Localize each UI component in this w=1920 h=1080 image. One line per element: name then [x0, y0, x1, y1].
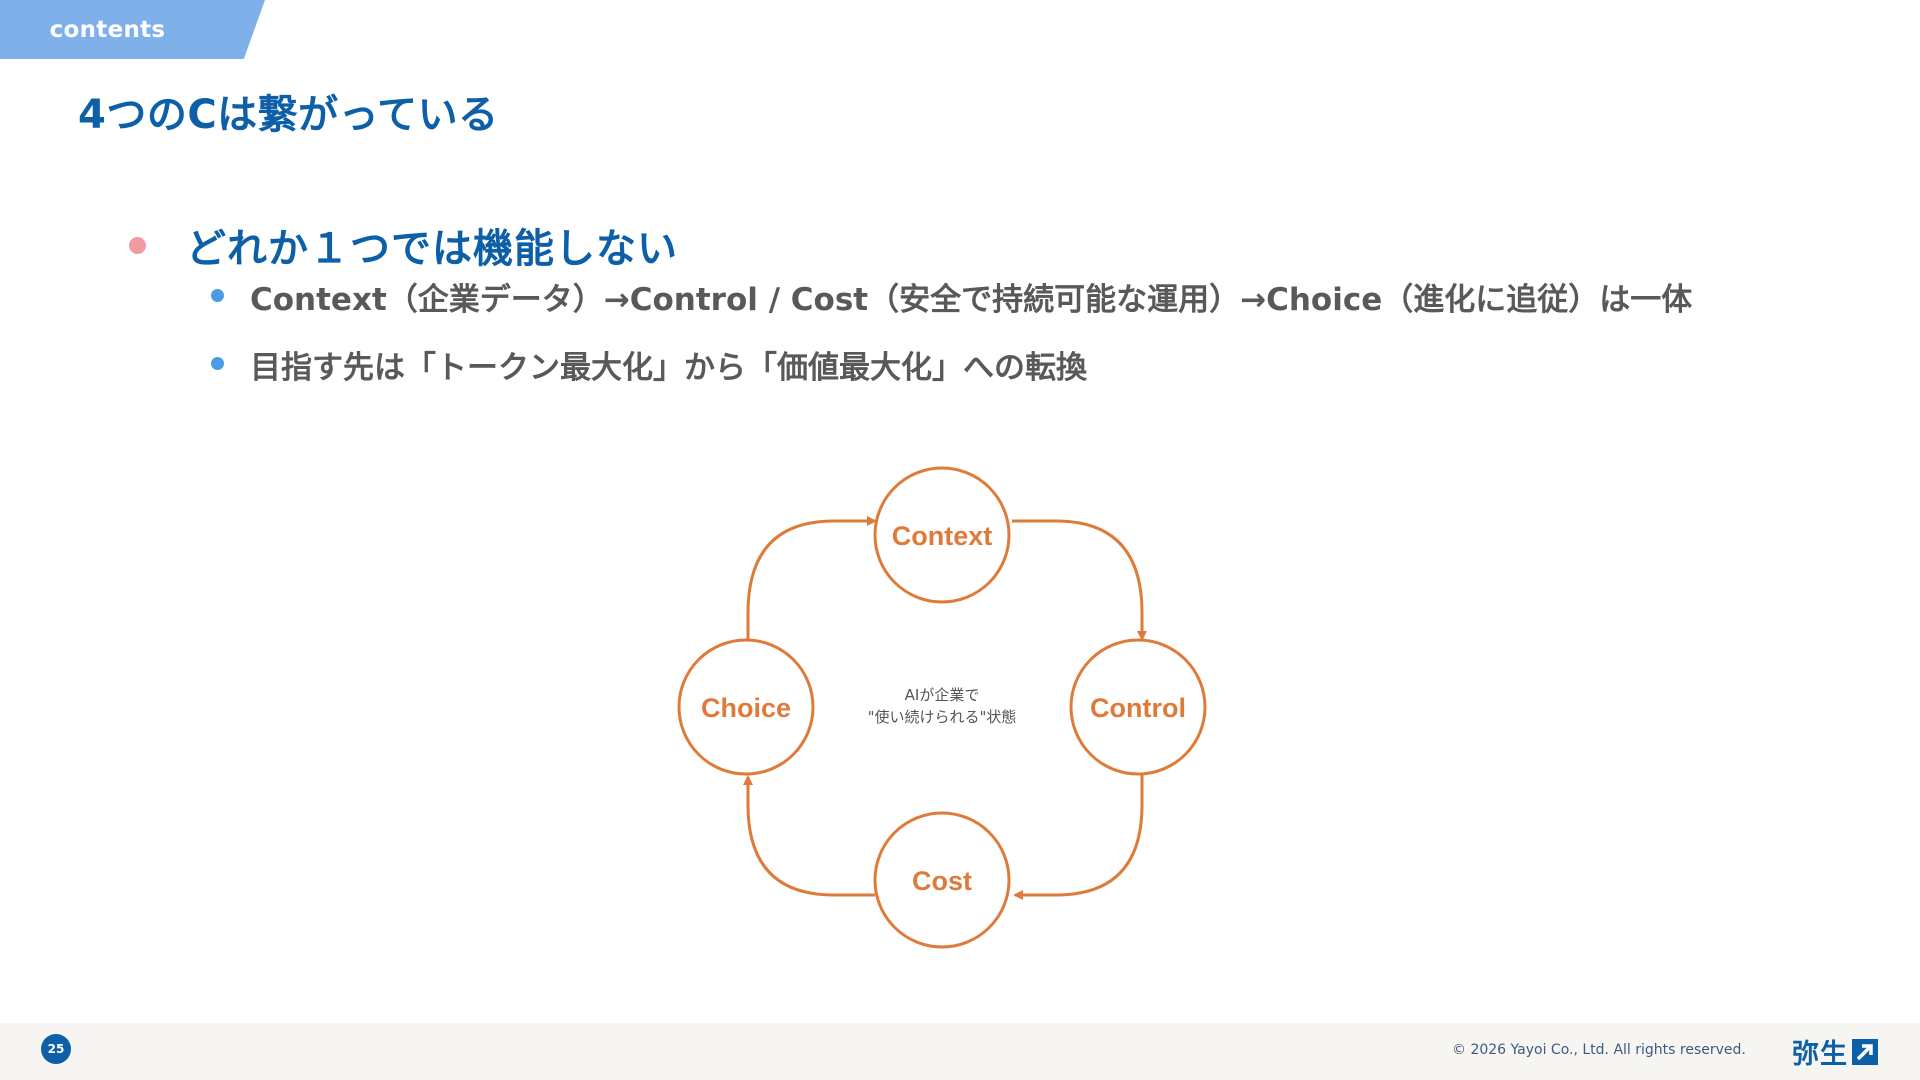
copyright-text: © 2026 Yayoi Co., Ltd. All rights reserv…	[1452, 1042, 1746, 1058]
logo-arrow-icon	[1852, 1038, 1878, 1065]
node-context-circle	[873, 466, 1011, 604]
node-cost-circle	[873, 811, 1011, 949]
arrow-control-to-cost	[1013, 775, 1144, 900]
bullet-dot-main	[129, 237, 146, 254]
bullet-sub-text-1: Context（企業データ）→Control / Cost（安全で持続可能な運用…	[250, 282, 1693, 318]
arrow-cost-to-choice	[743, 775, 875, 897]
logo-text: 弥生	[1792, 1039, 1848, 1070]
node-context-label: Context	[892, 521, 993, 551]
node-cost-label: Cost	[912, 866, 972, 896]
center-text-line1: AIが企業で	[905, 686, 980, 704]
page-number-badge: 25	[41, 1034, 71, 1064]
bullet-sub-text-2: 目指す先は「トークン最大化」から「価値最大化」への転換	[250, 350, 1087, 386]
contents-tab-label: contents	[49, 16, 166, 43]
center-text-line2: "使い続けられる"状態	[868, 708, 1017, 726]
node-control-label: Control	[1090, 693, 1186, 723]
bullet-dot-sub-2	[211, 357, 224, 370]
arrow-choice-to-context	[746, 516, 877, 639]
cycle-diagram: Context Control Cost Choice AIが企業で "使い続け…	[677, 466, 1207, 949]
node-choice-label: Choice	[701, 693, 791, 723]
footer-bar	[0, 1023, 1920, 1080]
node-control-circle	[1069, 638, 1207, 776]
node-choice-circle	[677, 638, 815, 776]
bullet-dot-sub-1	[211, 289, 224, 302]
page-title: 4つのCは繋がっている	[78, 92, 499, 138]
yayoi-logo: 弥生	[1792, 1032, 1878, 1071]
bullet-main-text: どれか１つでは機能しない	[186, 226, 678, 272]
contents-tab: contents	[0, 0, 265, 59]
arrow-context-to-control	[1012, 519, 1147, 641]
